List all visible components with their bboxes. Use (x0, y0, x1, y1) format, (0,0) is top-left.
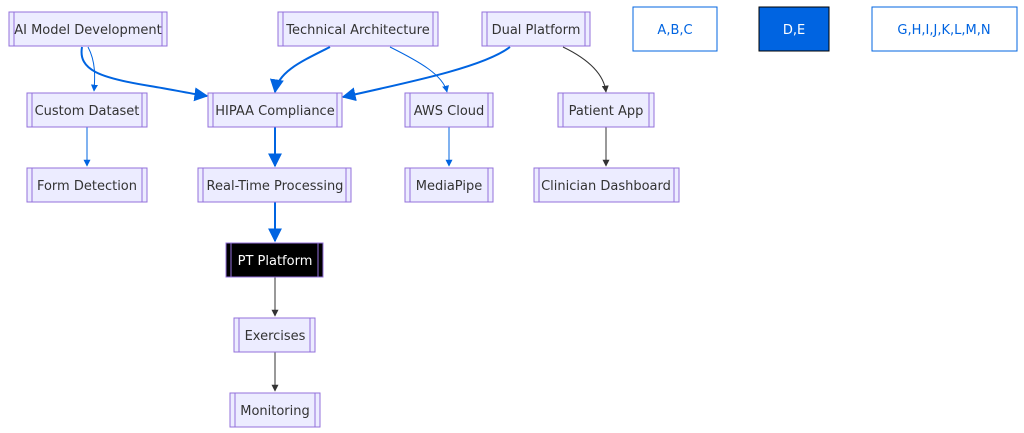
node-label: Monitoring (240, 404, 310, 419)
legend-de: D,E (758, 6, 830, 52)
legend-label: A,B,C (657, 23, 692, 38)
node-label: PT Platform (238, 254, 313, 269)
node-dual-platform[interactable]: Dual Platform (481, 11, 591, 47)
edge-dual-to-patient-app (562, 46, 609, 93)
legend-label: D,E (783, 23, 805, 38)
node-aws-cloud[interactable]: AWS Cloud (404, 92, 494, 128)
node-label: Exercises (245, 329, 306, 344)
node-hipaa-compliance[interactable]: HIPAA Compliance (207, 92, 343, 128)
node-mediapipe[interactable]: MediaPipe (404, 167, 494, 203)
node-label: Clinician Dashboard (541, 179, 671, 194)
node-real-time-processing[interactable]: Real-Time Processing (197, 167, 352, 203)
node-label: MediaPipe (416, 179, 482, 194)
node-label: AI Model Development (14, 23, 162, 38)
node-label: Form Detection (37, 179, 137, 194)
node-label: Custom Dataset (35, 104, 140, 119)
legend-label: G,H,I,J,K,L,M,N (897, 23, 990, 38)
node-form-detection[interactable]: Form Detection (26, 167, 148, 203)
node-ai-model-development[interactable]: AI Model Development (8, 11, 168, 47)
node-custom-dataset[interactable]: Custom Dataset (26, 92, 148, 128)
node-patient-app[interactable]: Patient App (557, 92, 655, 128)
node-monitoring[interactable]: Monitoring (229, 392, 321, 428)
edge-tech-to-hipaa (269, 46, 331, 94)
legend-ghijklmn: G,H,I,J,K,L,M,N (871, 6, 1018, 52)
node-label: Patient App (569, 104, 644, 119)
node-label: HIPAA Compliance (215, 104, 334, 119)
node-label: Dual Platform (492, 23, 581, 38)
edge-tech-to-aws (389, 46, 449, 93)
edge-dual-to-hipaa (341, 46, 511, 102)
legend-abc: A,B,C (632, 6, 718, 52)
node-technical-architecture[interactable]: Technical Architecture (277, 11, 439, 47)
edge-ai-to-hipaa (80, 46, 209, 102)
node-pt-platform[interactable]: PT Platform (225, 242, 324, 278)
node-label: Technical Architecture (285, 23, 429, 38)
node-label: AWS Cloud (414, 104, 485, 119)
node-clinician-dashboard[interactable]: Clinician Dashboard (533, 167, 680, 203)
edges (80, 46, 610, 392)
edge-ai-to-custom-dataset (87, 46, 98, 92)
node-exercises[interactable]: Exercises (233, 317, 316, 353)
node-label: Real-Time Processing (207, 179, 344, 194)
